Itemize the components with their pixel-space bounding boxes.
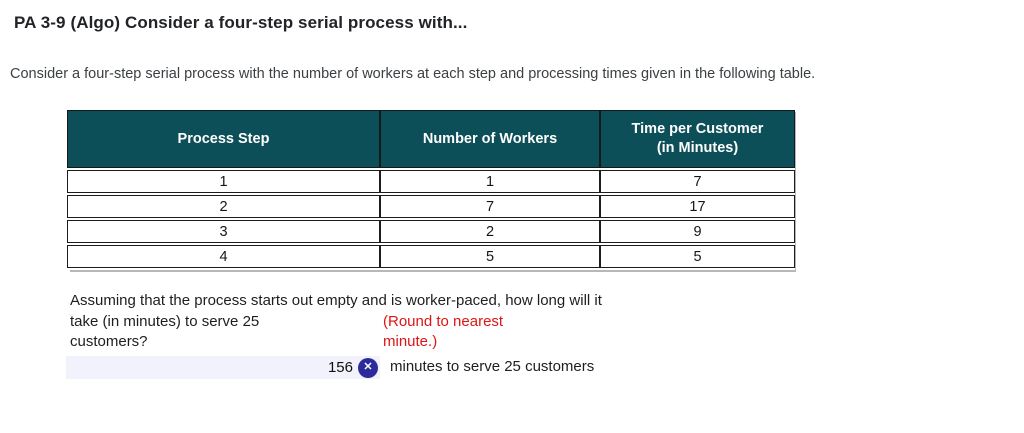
table-cell: 17	[600, 195, 795, 218]
page-title: PA 3-9 (Algo) Consider a four-step seria…	[14, 13, 468, 32]
answer-row: ✕ minutes to serve 25 customers	[66, 356, 706, 380]
table-cell: 1	[380, 170, 600, 193]
question-text-continued: take (in minutes) to serve 25 customers?	[66, 312, 383, 353]
table-row: 2 7 17	[67, 195, 795, 218]
table-cell: 7	[600, 170, 795, 193]
table-row: 4 5 5	[67, 245, 795, 268]
table-cell: 2	[67, 195, 380, 218]
answer-suffix-label: minutes to serve 25 customers	[390, 358, 595, 376]
incorrect-icon: ✕	[358, 357, 378, 378]
table-row: 1 1 7	[67, 170, 795, 193]
question-text-line3: customers?	[70, 333, 148, 350]
table-cell: 5	[380, 245, 600, 268]
question-text-line1: Assuming that the process starts out emp…	[70, 292, 602, 309]
question-block: Assuming that the process starts out emp…	[66, 291, 706, 380]
table-cell: 9	[600, 220, 795, 243]
table-cell: 2	[380, 220, 600, 243]
rounding-note-line2: minute.)	[383, 333, 438, 350]
table-cell: 5	[600, 245, 795, 268]
intro-text: Consider a four-step serial process with…	[10, 66, 816, 82]
table-cell: 7	[380, 195, 600, 218]
process-table: Process Step Number of Workers Time per …	[67, 108, 795, 270]
table-cell: 3	[67, 220, 380, 243]
answer-input[interactable]	[66, 356, 358, 379]
header-row: Process Step Number of Workers Time per …	[67, 110, 795, 168]
table-cell: 4	[67, 245, 380, 268]
table-cell: 1	[67, 170, 380, 193]
table-row: 3 2 9	[67, 220, 795, 243]
question-text-line2: take (in minutes) to serve 25	[70, 312, 260, 330]
header-cell-process-step: Process Step	[67, 110, 380, 168]
rounding-note: (Round to nearest minute.)	[383, 312, 503, 353]
header-cell-number-of-workers: Number of Workers	[380, 110, 600, 168]
rounding-note-line1: (Round to nearest	[383, 312, 504, 330]
header-cell-time-per-customer: Time per Customer (in Minutes)	[600, 110, 795, 168]
answer-field-wrapper: ✕	[66, 356, 380, 379]
process-table-body: 1 1 7 2 7 17 3 2 9 4 5 5	[67, 170, 795, 268]
process-table-header: Process Step Number of Workers Time per …	[67, 110, 795, 168]
